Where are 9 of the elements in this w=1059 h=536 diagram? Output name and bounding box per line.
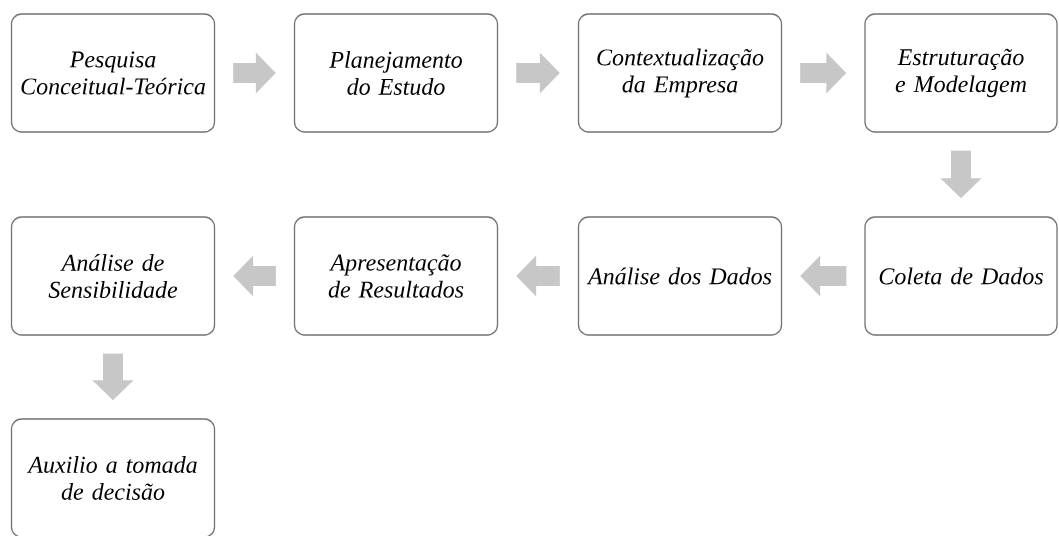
process-box: Apresentação de Resultados <box>293 216 499 336</box>
process-box: Coleta de Dados <box>864 216 1058 336</box>
process-box: Planejamento do Estudo <box>293 13 499 133</box>
process-box: Análise dos Dados <box>577 216 783 336</box>
process-box: Auxilio a tomada de decisão <box>10 418 216 536</box>
process-box: Pesquisa Conceitual-Teórica <box>10 13 216 133</box>
process-box: Análise de Sensibilidade <box>10 216 216 336</box>
process-box: Estruturação e Modelagem <box>864 13 1058 133</box>
process-box: Contextualização da Empresa <box>577 13 783 133</box>
